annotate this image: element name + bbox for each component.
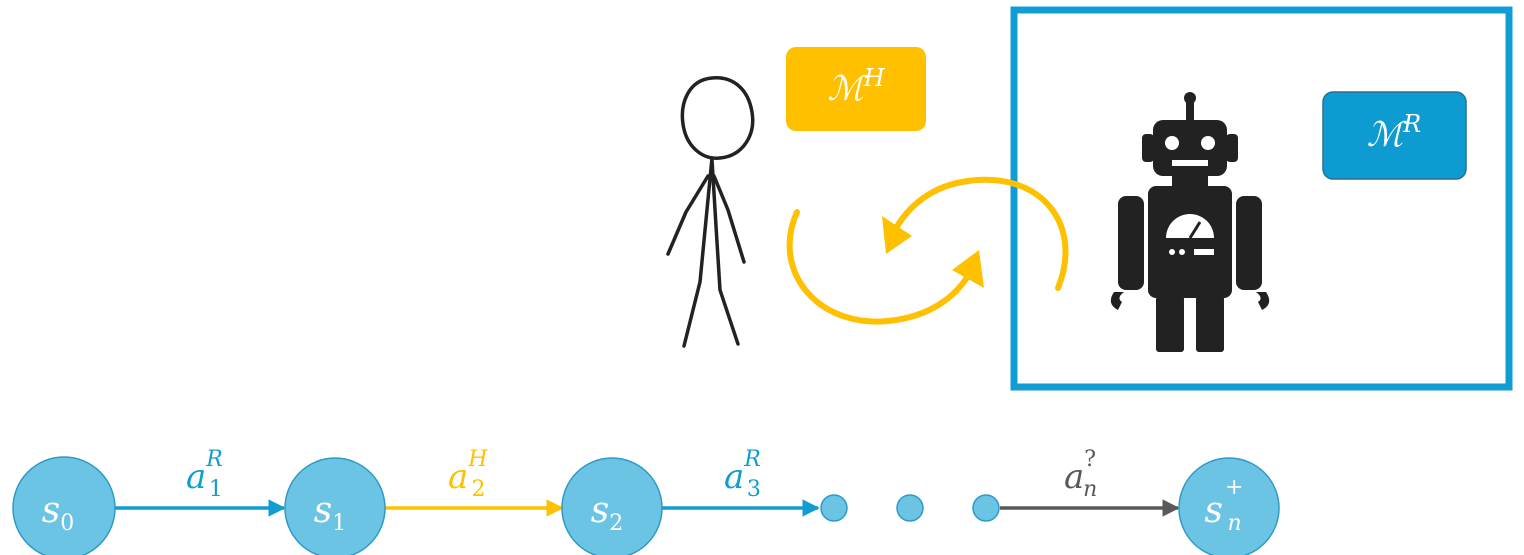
cycle-arrows-icon [786, 176, 1069, 325]
cycle-arrowhead-left [882, 216, 912, 254]
ellipsis-dot [896, 494, 924, 522]
svg-text:s2: s2 [591, 490, 623, 536]
ellipsis-dot [972, 494, 1000, 522]
cycle-arrowhead-right [952, 250, 984, 288]
svg-text:ℳH: ℳH [827, 64, 885, 109]
robot-icon [1110, 92, 1270, 352]
ellipsis-dot [820, 494, 848, 522]
state-node-s0: s0 [12, 456, 116, 555]
state-node-s1: s1 [284, 457, 386, 555]
stick-figure-icon [666, 76, 755, 348]
action-label-an: a?n [1064, 447, 1097, 502]
robot-model-base: ℳ [1367, 115, 1408, 155]
svg-text:s1: s1 [314, 490, 346, 536]
svg-text:s+n: s+n [1205, 475, 1244, 536]
robot-model-badge: ℳR [1322, 91, 1467, 180]
state-node-sn: s+n [1178, 457, 1280, 555]
human-model-sup: H [863, 64, 886, 92]
human-model-badge: ℳH [786, 47, 926, 131]
svg-text:s0: s0 [42, 490, 74, 536]
human-model-base: ℳ [827, 69, 868, 109]
svg-text:ℳR: ℳR [1367, 110, 1421, 155]
robot-frame [1010, 6, 1513, 391]
state-node-s2: s2 [561, 457, 663, 555]
robot-model-sup: R [1402, 110, 1421, 138]
cycle-arrowheads [882, 216, 984, 288]
